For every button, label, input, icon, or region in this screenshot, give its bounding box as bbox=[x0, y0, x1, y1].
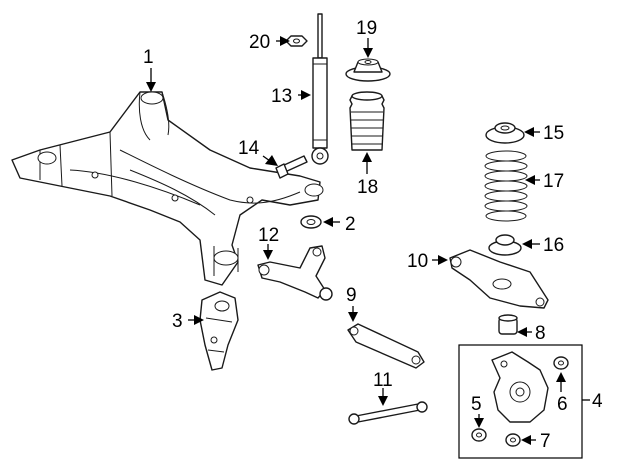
callout-9: 9 bbox=[346, 285, 357, 306]
callout-1: 1 bbox=[143, 47, 154, 68]
callout-12: 12 bbox=[258, 225, 279, 246]
callout-8: 8 bbox=[535, 323, 546, 344]
link-part-9 bbox=[347, 323, 425, 369]
callout-leaders bbox=[146, 36, 590, 445]
callout-13: 13 bbox=[271, 86, 292, 107]
callout-19: 19 bbox=[356, 18, 377, 39]
lower-control-arm-part-10 bbox=[449, 249, 549, 309]
lower-spring-seat-part-16 bbox=[488, 234, 522, 256]
bushing-part-6 bbox=[553, 356, 569, 370]
callout-15: 15 bbox=[543, 123, 564, 144]
callout-3: 3 bbox=[172, 311, 183, 332]
bump-stop-boot-part-18 bbox=[349, 91, 385, 151]
callout-17: 17 bbox=[543, 171, 564, 192]
knuckle-part-4 bbox=[491, 351, 549, 423]
upper-control-arm-part-12 bbox=[257, 245, 333, 301]
callout-5: 5 bbox=[471, 394, 482, 415]
coil-spring-part-17 bbox=[484, 150, 528, 222]
subframe-part-1 bbox=[11, 91, 324, 286]
knuckle-group-box bbox=[458, 344, 583, 459]
bracket-part-3 bbox=[199, 291, 239, 371]
callout-7: 7 bbox=[540, 431, 551, 452]
callout-20: 20 bbox=[249, 32, 270, 53]
upper-mount-part-19 bbox=[345, 58, 391, 82]
bushing-part-7 bbox=[505, 433, 521, 447]
callout-6: 6 bbox=[557, 394, 568, 415]
callout-16: 16 bbox=[543, 235, 564, 256]
bushing-part-8 bbox=[498, 314, 518, 335]
callout-14: 14 bbox=[238, 138, 260, 159]
callout-11: 11 bbox=[373, 370, 393, 391]
callout-2: 2 bbox=[345, 214, 356, 235]
lateral-rod-part-11 bbox=[348, 401, 428, 425]
nut-part-2 bbox=[300, 215, 322, 229]
callout-10: 10 bbox=[407, 251, 428, 272]
upper-spring-seat-part-15 bbox=[485, 122, 525, 144]
callout-18: 18 bbox=[357, 177, 378, 198]
bushing-part-5 bbox=[471, 428, 487, 442]
shock-absorber-part-13 bbox=[311, 13, 329, 165]
bolt-part-14 bbox=[275, 155, 308, 179]
callout-4: 4 bbox=[592, 391, 603, 412]
